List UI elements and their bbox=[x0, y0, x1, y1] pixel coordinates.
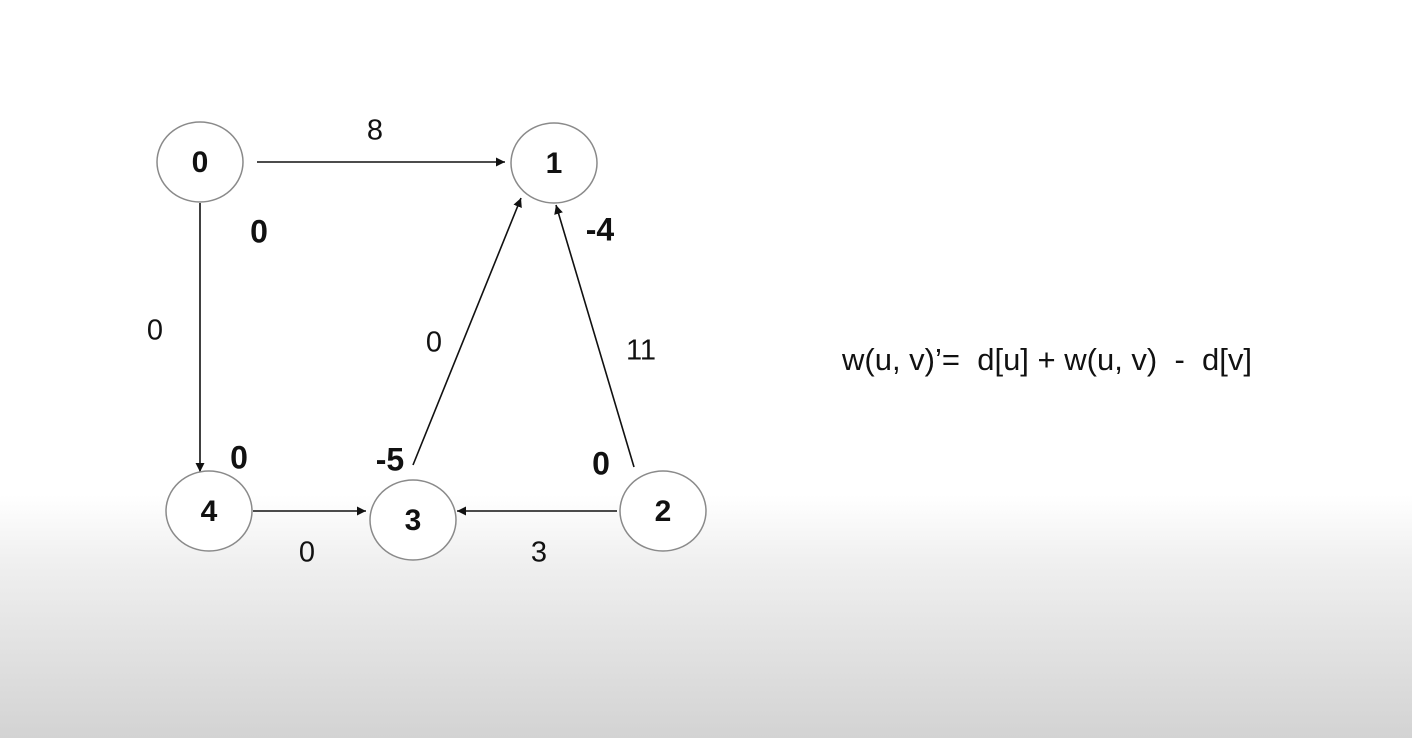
node-0-circle bbox=[156, 121, 244, 203]
edges-layer bbox=[195, 157, 635, 516]
node-0-label: 0 bbox=[192, 146, 209, 179]
nodes-layer: 0 1 2 3 4 bbox=[156, 121, 707, 561]
edge-3-to-1-arrow bbox=[412, 197, 522, 466]
node-3-potential: -5 bbox=[376, 441, 404, 477]
node-4-potential: 0 bbox=[230, 439, 248, 475]
node-1-circle bbox=[510, 122, 598, 204]
edge-3-to-1-weight: 0 bbox=[426, 327, 442, 359]
node-potentials-layer: 0 -4 0 -5 0 bbox=[230, 211, 614, 481]
node-1: 1 bbox=[510, 122, 598, 204]
node-4: 4 bbox=[165, 470, 253, 552]
edge-0-to-4-weight: 0 bbox=[147, 315, 163, 347]
node-0-potential: 0 bbox=[250, 213, 268, 249]
node-4-label: 4 bbox=[201, 495, 218, 528]
edge-weights-layer: 8 0 0 0 11 3 bbox=[147, 115, 656, 569]
node-3: 3 bbox=[369, 479, 457, 561]
node-1-label: 1 bbox=[546, 147, 563, 180]
node-2-circle bbox=[619, 470, 707, 552]
edge-0-to-1-weight: 8 bbox=[367, 115, 383, 147]
node-3-label: 3 bbox=[405, 504, 422, 537]
node-2-potential: 0 bbox=[592, 445, 610, 481]
reweighting-formula: w(u, v)’= d[u] + w(u, v) - d[v] bbox=[842, 342, 1252, 377]
edge-4-to-3-weight: 0 bbox=[299, 537, 315, 569]
node-2-label: 2 bbox=[655, 495, 672, 528]
node-2: 2 bbox=[619, 470, 707, 552]
edge-2-to-3-weight: 3 bbox=[531, 537, 547, 569]
node-3-circle bbox=[369, 479, 457, 561]
node-0: 0 bbox=[156, 121, 244, 203]
node-1-potential: -4 bbox=[586, 211, 615, 247]
edge-2-to-1-arrow bbox=[554, 204, 635, 468]
node-4-circle bbox=[165, 470, 253, 552]
edge-2-to-1-weight: 11 bbox=[626, 335, 656, 367]
